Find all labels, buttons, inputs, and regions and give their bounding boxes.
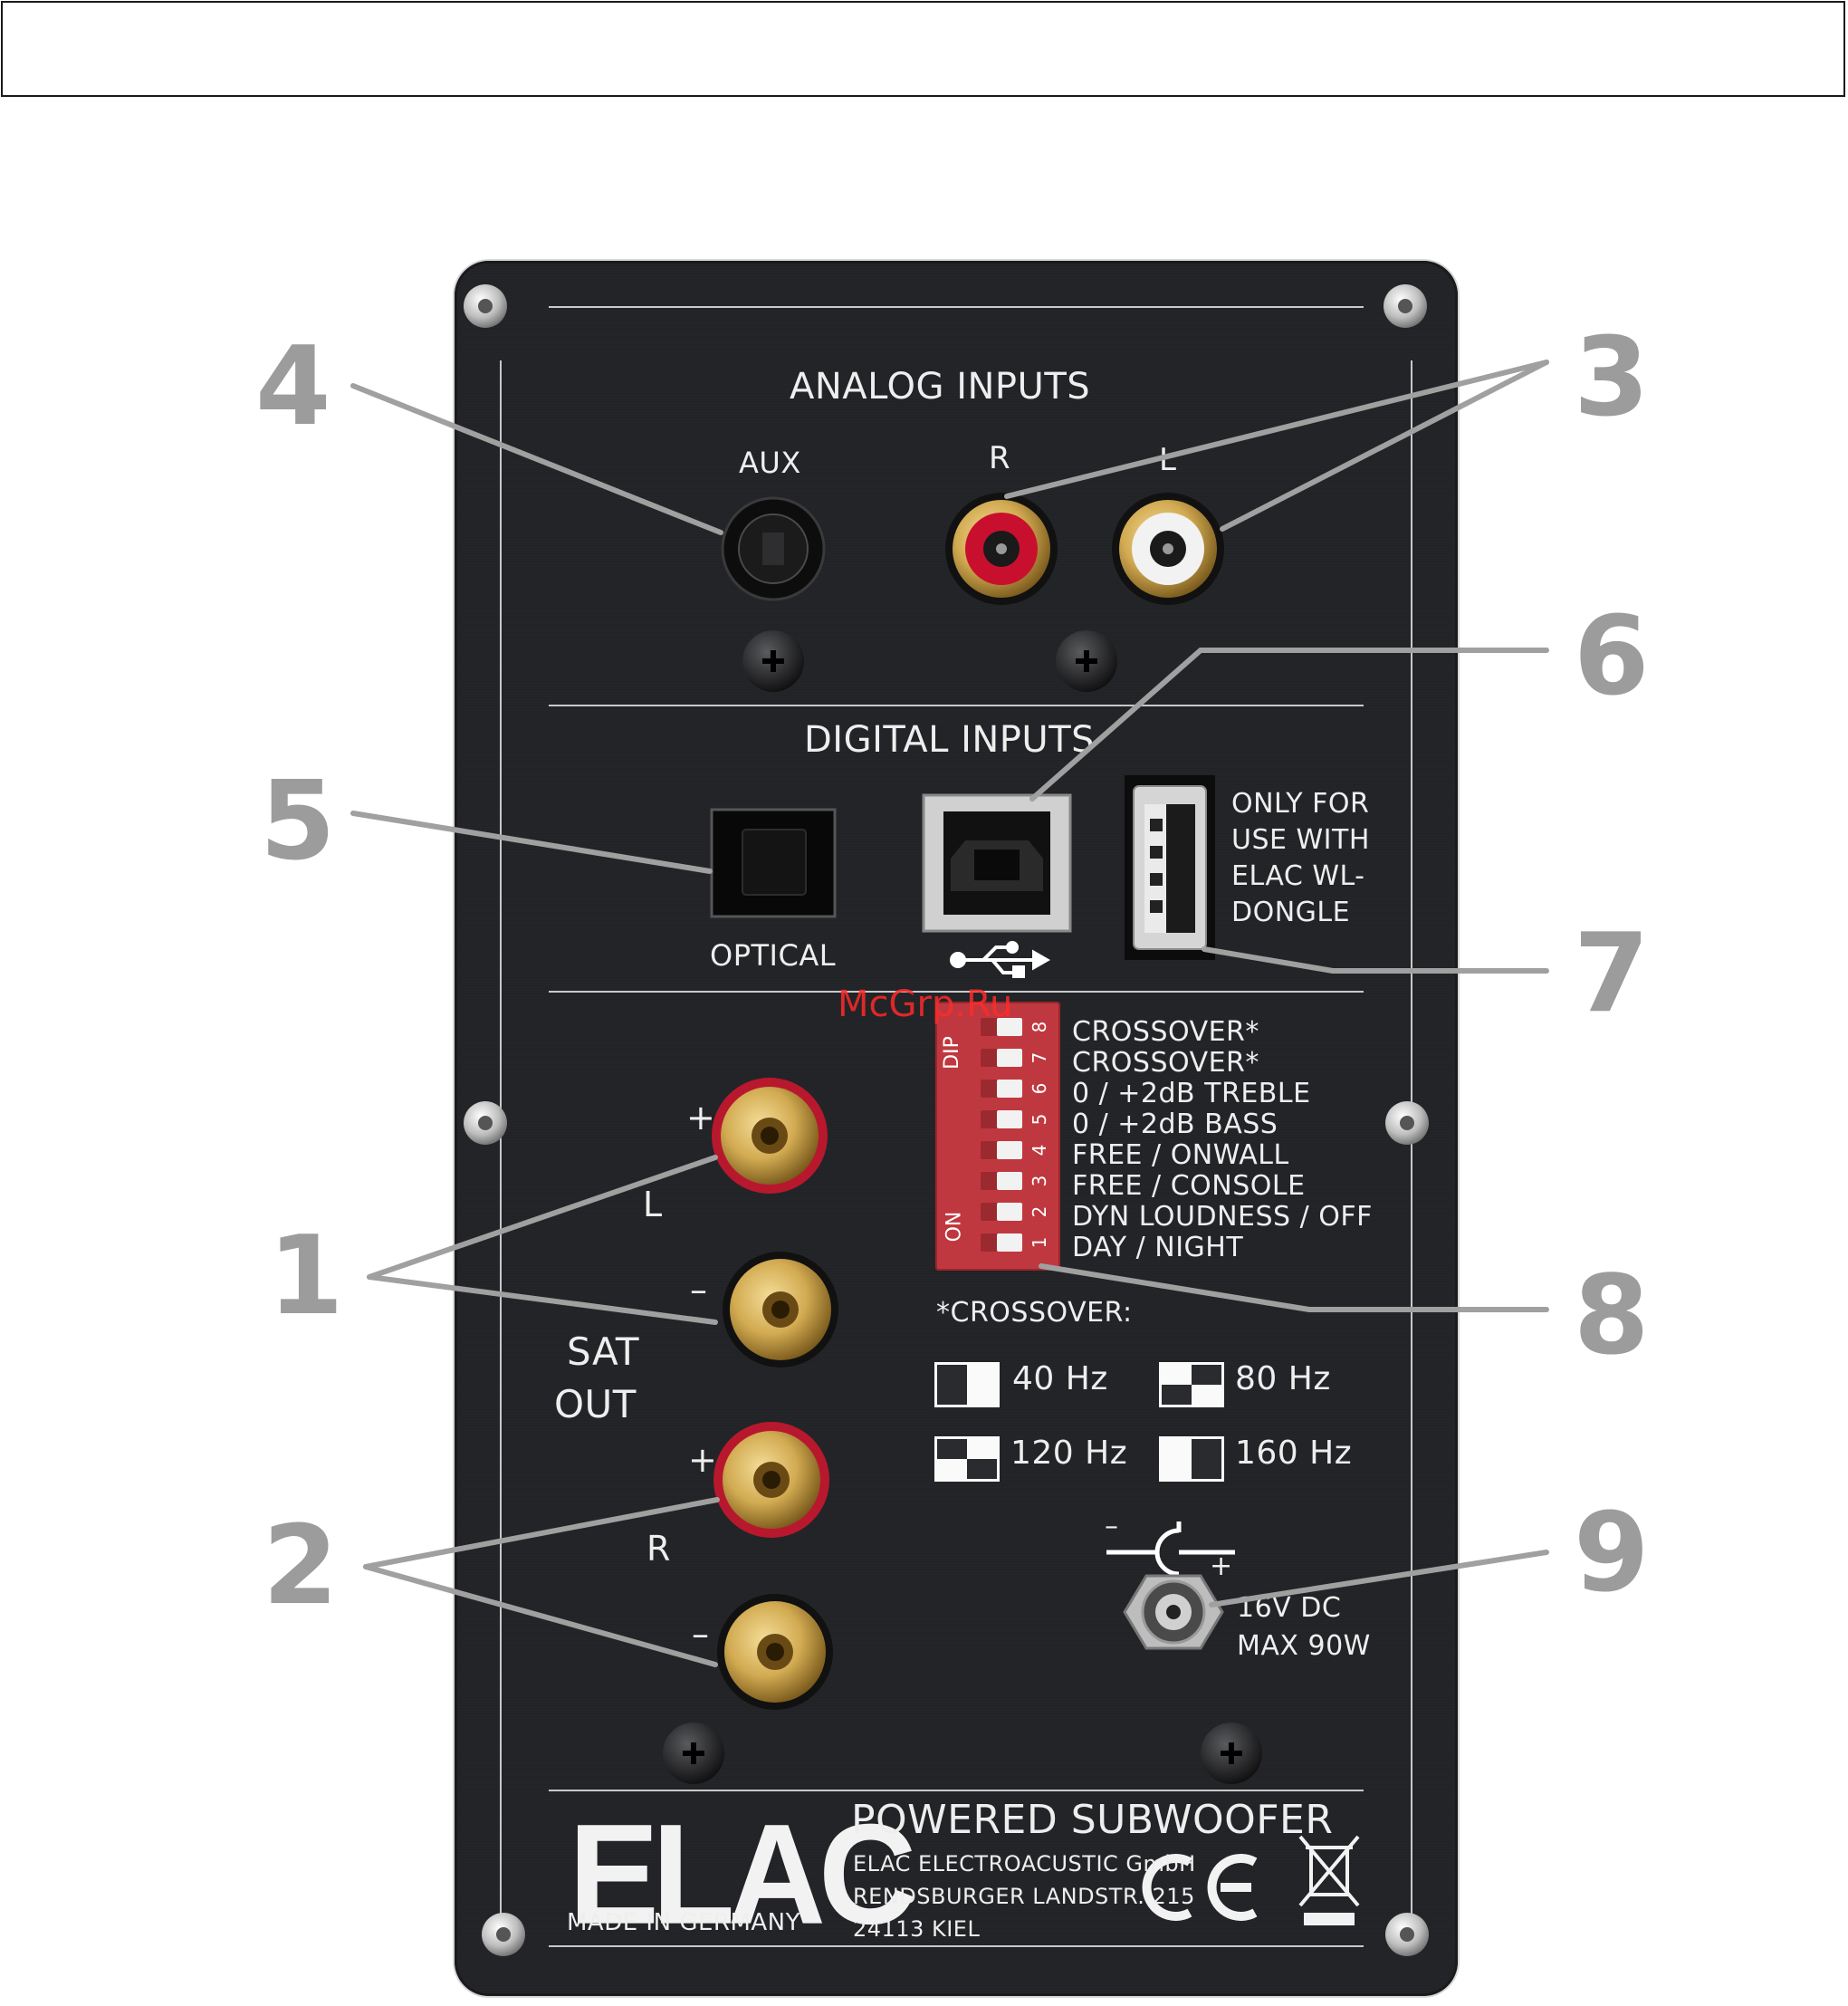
dip-label-5: 0 / +2dB BASS [1072, 1109, 1278, 1140]
dip-switch-3[interactable] [981, 1172, 1022, 1190]
hex-screw-icon [464, 284, 1429, 1956]
dip-switch-2[interactable] [981, 1203, 1022, 1221]
dip-label-2: DYN LOUDNESS / OFF [1072, 1201, 1373, 1233]
crossover-40hz-icon [934, 1362, 1000, 1407]
usb-note-line-2: USE WITH [1231, 824, 1370, 856]
terminal-l-minus: – [690, 1270, 708, 1310]
crossover-120hz-label: 120 Hz [1010, 1435, 1128, 1472]
callout-1: 1 [268, 1214, 344, 1339]
dip-label-7: CROSSOVER* [1072, 1047, 1259, 1079]
rule-right [1411, 360, 1412, 1954]
rule-digital-outputs [549, 991, 1364, 993]
rule-analog-digital [549, 705, 1364, 706]
terminal-r-plus: + [688, 1440, 718, 1480]
subwoofer-back-panel: ANALOG INPUTS AUX R L DIGITAL INPUTS OPT… [455, 261, 1458, 1996]
binding-post-r-minus-icon [717, 1594, 833, 1710]
dip-label-3: FREE / CONSOLE [1072, 1170, 1306, 1202]
terminal-r-minus: – [692, 1614, 710, 1654]
rule-footer [549, 1945, 1364, 1947]
dip-label-1: DAY / NIGHT [1072, 1232, 1244, 1263]
power-plus: + [1210, 1550, 1233, 1582]
digital-inputs-heading: DIGITAL INPUTS [804, 719, 1096, 761]
header-frame [1, 1, 1845, 97]
dc-jack-icon [1123, 1574, 1224, 1650]
dip-switch-5[interactable] [981, 1110, 1022, 1128]
usb-a-port-icon [1125, 775, 1215, 960]
company-line-3: 24113 KIEL [853, 1916, 981, 1942]
crossover-80hz-label: 80 Hz [1235, 1360, 1331, 1397]
binding-post-l-minus-icon [723, 1252, 838, 1368]
rca-left-icon [1112, 493, 1224, 605]
dip-switch-7[interactable] [981, 1049, 1022, 1067]
callout-2: 2 [263, 1503, 339, 1629]
binding-post-l-plus-icon [712, 1078, 828, 1194]
dip-label-8: CROSSOVER* [1072, 1016, 1259, 1048]
power-minus: – [1105, 1511, 1119, 1542]
rule-left [500, 360, 502, 1954]
crossover-160hz-label: 160 Hz [1235, 1435, 1353, 1472]
callout-8: 8 [1574, 1253, 1650, 1379]
usb-note-line-3: ELAC WL- [1231, 860, 1365, 892]
rca-l-label: L [1159, 442, 1177, 478]
rca-right-icon [945, 493, 1058, 605]
terminal-r-label: R [646, 1529, 671, 1569]
sat-out-line-2: OUT [554, 1382, 637, 1426]
product-name: POWERED SUBWOOFER [851, 1797, 1334, 1843]
dip-label-4: FREE / ONWALL [1072, 1139, 1289, 1171]
dip-switch-block[interactable]: DIP ON 8 7 6 5 4 3 2 1 [935, 1002, 1060, 1271]
analog-inputs-heading: ANALOG INPUTS [790, 366, 1091, 408]
optical-label: OPTICAL [710, 938, 837, 973]
phillips-screw-icon [663, 630, 1262, 1784]
callout-9: 9 [1574, 1491, 1650, 1617]
binding-post-r-plus-icon [713, 1422, 829, 1538]
sat-out-line-1: SAT [567, 1329, 640, 1374]
ce-mark-icon [1142, 1854, 1258, 1921]
usb-symbol-icon [950, 941, 1051, 978]
elac-logo: ELAC [569, 1793, 916, 1954]
optical-port-icon [710, 808, 837, 918]
rca-r-label: R [989, 440, 1011, 476]
dip-label-6: 0 / +2dB TREBLE [1072, 1078, 1311, 1109]
usb-note-line-4: DONGLE [1231, 897, 1351, 928]
dip-switch-8[interactable] [981, 1018, 1022, 1036]
weee-bin-icon [1298, 1835, 1360, 1925]
crossover-title: *CROSSOVER: [936, 1297, 1133, 1329]
callout-4: 4 [255, 324, 331, 450]
crossover-120hz-icon [934, 1436, 1000, 1482]
terminal-l-label: L [643, 1185, 663, 1224]
power-rating-line-2: MAX 90W [1237, 1630, 1371, 1662]
dip-switch-1[interactable] [981, 1233, 1022, 1252]
company-line-2: RENDSBURGER LANDSTR. 215 [853, 1884, 1195, 1909]
usb-b-port-icon [922, 793, 1072, 933]
usb-note-line-1: ONLY FOR [1231, 788, 1370, 820]
callout-5: 5 [260, 759, 336, 885]
crossover-40hz-label: 40 Hz [1012, 1360, 1108, 1397]
rule-top [549, 306, 1364, 308]
panel-graphics [464, 284, 1429, 1956]
made-in-germany: MADE IN GERMANY [567, 1909, 801, 1936]
callout-7: 7 [1574, 911, 1650, 1037]
aux-label: AUX [739, 446, 801, 480]
terminal-l-plus: + [686, 1098, 716, 1137]
company-line-1: ELAC ELECTROACUSTIC GmbH [853, 1851, 1196, 1876]
crossover-160hz-icon [1159, 1436, 1224, 1482]
watermark-text: McGrp.Ru [838, 984, 1013, 1025]
dip-switch-6[interactable] [981, 1080, 1022, 1098]
aux-jack-icon [721, 496, 826, 601]
callout-6: 6 [1574, 594, 1650, 720]
dc-polarity-icon [1106, 1521, 1235, 1577]
rule-bottom-label [549, 1790, 1364, 1791]
dip-switch-4[interactable] [981, 1141, 1022, 1159]
crossover-80hz-icon [1159, 1362, 1224, 1407]
callout-3: 3 [1574, 315, 1650, 441]
